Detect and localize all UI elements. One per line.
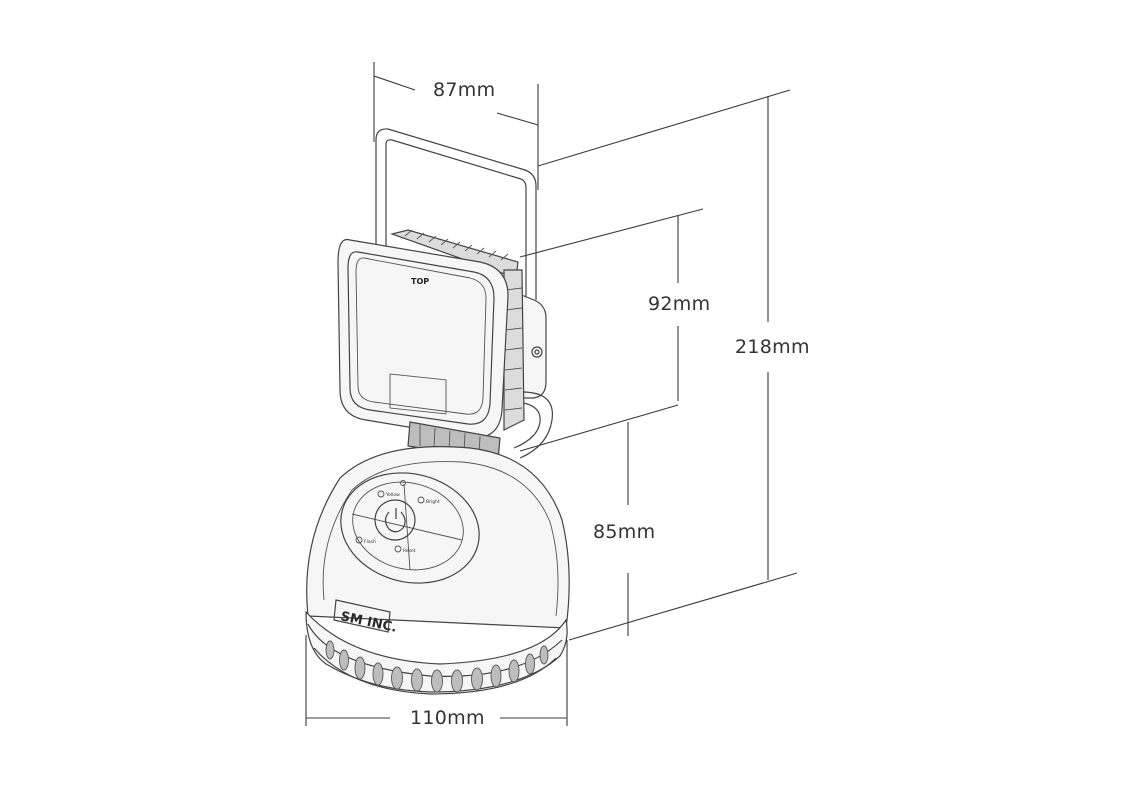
lamp-head: TOP: [337, 238, 509, 439]
dim-label-head-height: 92mm: [648, 293, 710, 315]
work-light-illustration: TOP: [305, 128, 570, 695]
button-label-left: Flash: [364, 539, 376, 545]
dim-label-total-height: 218mm: [735, 336, 810, 358]
face-top-label: TOP: [411, 277, 429, 286]
dim-label-handle-width: 87mm: [433, 79, 495, 101]
vent-slots: [325, 640, 549, 693]
dim-label-base-width: 110mm: [410, 707, 485, 729]
dimension-lines: [305, 62, 798, 726]
button-label-bottom: Reset: [403, 548, 416, 554]
carry-handle: [375, 128, 537, 300]
base-housing: Yellow Bright Flash Reset SM INC.: [305, 446, 570, 695]
button-label-top: Yellow: [385, 492, 400, 498]
button-label-right: Bright: [426, 499, 440, 505]
dim-label-base-height: 85mm: [593, 521, 655, 543]
